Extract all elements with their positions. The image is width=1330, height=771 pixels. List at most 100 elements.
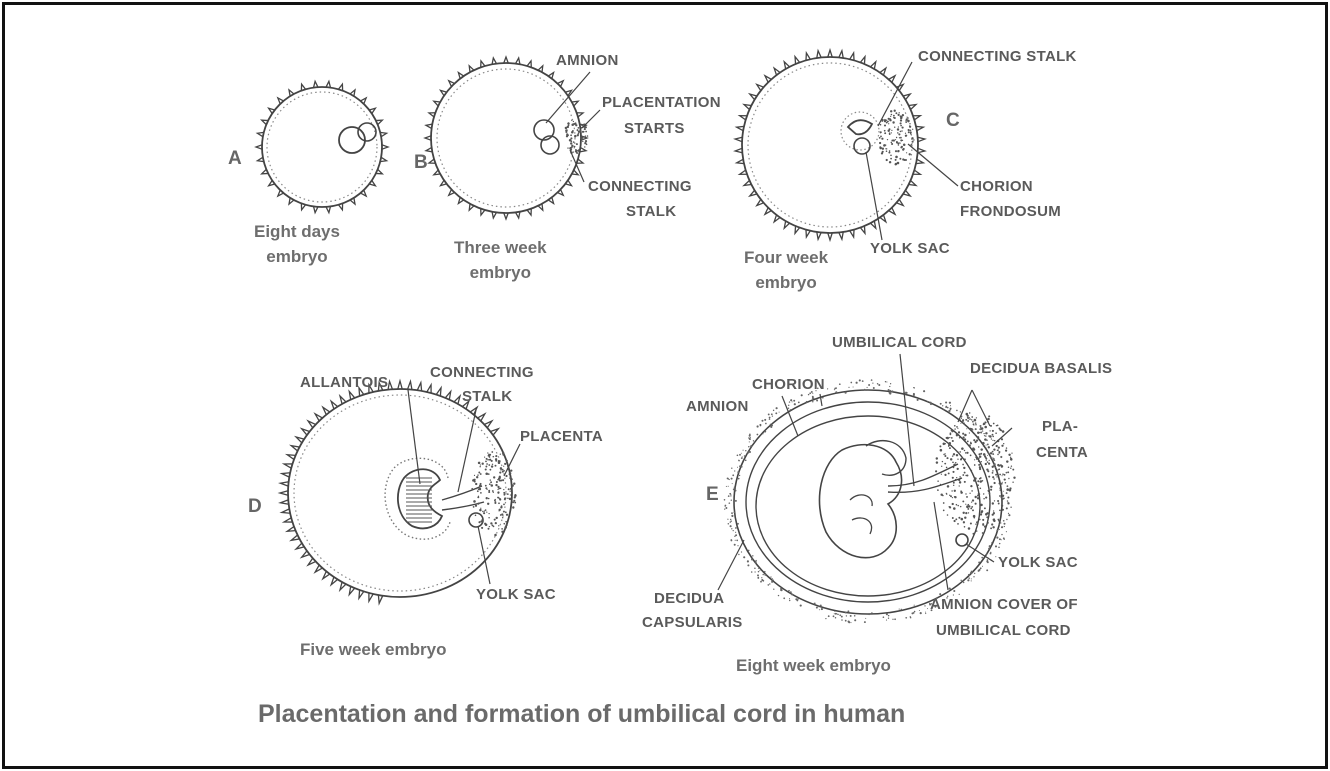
decidua-dot bbox=[729, 502, 731, 504]
tissue-dot bbox=[957, 451, 959, 453]
tissue-dot bbox=[913, 139, 914, 140]
tissue-dot bbox=[962, 464, 964, 466]
tissue-dot bbox=[488, 498, 490, 500]
tissue-dot bbox=[952, 461, 954, 463]
decidua-dot bbox=[1000, 456, 1002, 458]
tissue-dot bbox=[977, 436, 979, 438]
tissue-dot bbox=[488, 454, 490, 456]
tissue-dot bbox=[984, 426, 987, 429]
tissue-dot bbox=[512, 501, 514, 503]
tissue-dot bbox=[985, 463, 987, 465]
decidua-dot bbox=[732, 474, 734, 476]
tissue-dot bbox=[1002, 473, 1004, 475]
tissue-dot bbox=[491, 460, 493, 462]
tissue-dot bbox=[937, 480, 939, 482]
tissue-dot bbox=[895, 139, 896, 140]
tissue-dot bbox=[585, 131, 587, 133]
tissue-dot bbox=[492, 490, 494, 492]
decidua-dot bbox=[758, 568, 759, 569]
decidua-dot bbox=[758, 571, 760, 573]
chorionic-villus bbox=[828, 50, 832, 57]
decidua-dot bbox=[731, 478, 733, 480]
embryo-c-embryo-disc bbox=[848, 120, 872, 134]
tissue-dot bbox=[576, 143, 578, 145]
tissue-dot bbox=[991, 438, 992, 439]
tissue-dot bbox=[497, 489, 498, 490]
decidua-dot bbox=[757, 574, 759, 576]
chorionic-villus bbox=[280, 491, 288, 495]
tissue-dot bbox=[499, 498, 501, 500]
tissue-dot bbox=[909, 126, 911, 128]
tissue-dot bbox=[954, 490, 956, 492]
tissue-dot bbox=[964, 434, 967, 437]
decidua-dot bbox=[822, 397, 824, 399]
tissue-dot bbox=[582, 141, 583, 142]
decidua-dot bbox=[888, 389, 890, 391]
panel-b-stalk-label-2: STALK bbox=[626, 203, 676, 222]
decidua-dot bbox=[930, 402, 932, 404]
tissue-dot bbox=[999, 482, 1001, 484]
embryo-e-capsularis-leader bbox=[718, 540, 744, 590]
panel-d-allantois-label: ALLANTOIS bbox=[300, 374, 388, 393]
tissue-dot bbox=[910, 133, 912, 135]
tissue-dot bbox=[500, 467, 502, 469]
tissue-dot bbox=[949, 506, 951, 508]
tissue-dot bbox=[579, 130, 582, 133]
panel-c-chorion-label-1: CHORION bbox=[960, 178, 1033, 197]
tissue-dot bbox=[1006, 488, 1009, 491]
decidua-dot bbox=[877, 383, 879, 385]
tissue-dot bbox=[492, 464, 493, 465]
decidua-dot bbox=[768, 413, 770, 415]
decidua-dot bbox=[1001, 534, 1002, 535]
embryo-d-chorion bbox=[288, 389, 512, 597]
decidua-dot bbox=[963, 582, 964, 583]
decidua-dot bbox=[945, 406, 947, 408]
decidua-dot bbox=[982, 566, 983, 567]
decidua-dot bbox=[731, 512, 733, 514]
decidua-dot bbox=[792, 401, 793, 402]
decidua-dot bbox=[827, 388, 828, 389]
tissue-dot bbox=[961, 518, 964, 521]
tissue-dot bbox=[478, 462, 481, 465]
decidua-dot bbox=[980, 567, 982, 569]
decidua-dot bbox=[996, 537, 998, 539]
decidua-dot bbox=[1006, 492, 1008, 494]
tissue-dot bbox=[1011, 452, 1012, 453]
tissue-dot bbox=[485, 509, 487, 511]
decidua-dot bbox=[772, 578, 773, 579]
tissue-dot bbox=[959, 485, 960, 486]
tissue-dot bbox=[965, 493, 966, 494]
tissue-dot bbox=[948, 444, 950, 446]
tissue-dot bbox=[965, 419, 967, 421]
decidua-dot bbox=[725, 505, 727, 507]
tissue-dot bbox=[578, 127, 580, 129]
decidua-dot bbox=[788, 405, 789, 406]
tissue-dot bbox=[956, 504, 958, 506]
tissue-dot bbox=[993, 423, 995, 425]
tissue-dot bbox=[975, 496, 977, 498]
panel-b-letter: B bbox=[414, 152, 428, 174]
tissue-dot bbox=[993, 520, 995, 522]
decidua-dot bbox=[871, 379, 873, 381]
tissue-dot bbox=[968, 527, 971, 530]
tissue-dot bbox=[510, 494, 511, 495]
tissue-dot bbox=[950, 432, 952, 434]
tissue-dot bbox=[949, 495, 950, 496]
tissue-dot bbox=[1006, 447, 1007, 448]
tissue-dot bbox=[905, 135, 907, 137]
decidua-dot bbox=[761, 420, 763, 422]
decidua-dot bbox=[730, 525, 732, 527]
tissue-dot bbox=[979, 456, 980, 457]
decidua-dot bbox=[974, 434, 976, 436]
decidua-dot bbox=[999, 495, 1001, 497]
decidua-dot bbox=[942, 405, 943, 406]
decidua-dot bbox=[734, 536, 735, 537]
tissue-dot bbox=[965, 452, 967, 454]
tissue-dot bbox=[937, 489, 939, 491]
tissue-dot bbox=[982, 480, 984, 482]
tissue-dot bbox=[892, 121, 894, 123]
decidua-dot bbox=[788, 407, 789, 408]
decidua-dot bbox=[748, 550, 750, 552]
tissue-dot bbox=[893, 115, 895, 117]
tissue-dot bbox=[497, 492, 499, 494]
